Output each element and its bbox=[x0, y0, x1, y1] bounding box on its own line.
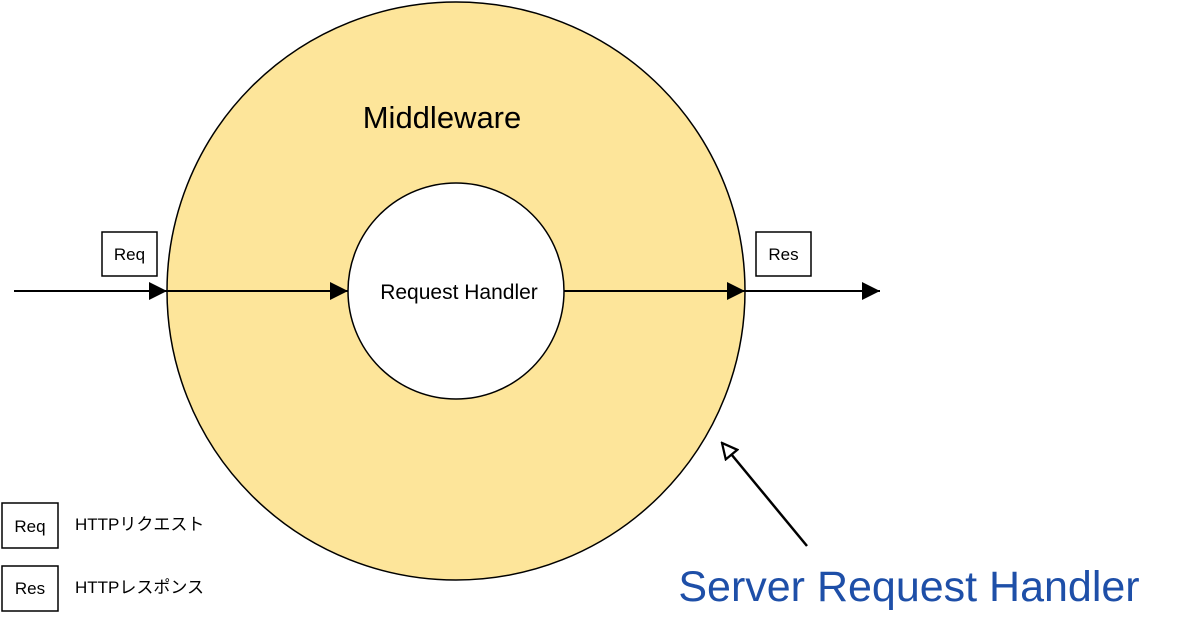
input-request-tag: Req bbox=[101, 231, 158, 277]
output-response-tag-label: Res bbox=[768, 245, 798, 264]
input-request-tag-label: Req bbox=[114, 245, 145, 264]
legend: Req HTTPリクエスト Res HTTPレスポンス bbox=[1, 502, 204, 612]
legend-description-req: HTTPリクエスト bbox=[75, 515, 204, 534]
legend-description-res: HTTPレスポンス bbox=[75, 578, 204, 597]
middleware-label: Middleware bbox=[363, 100, 522, 135]
output-response-tag: Res bbox=[755, 231, 812, 277]
legend-key-res: Res bbox=[15, 579, 45, 598]
request-handler-label: Request Handler bbox=[380, 281, 538, 304]
server-request-handler-label: Server Request Handler bbox=[678, 563, 1139, 611]
legend-item-req: Req HTTPリクエスト bbox=[1, 502, 204, 549]
legend-item-res: Res HTTPレスポンス bbox=[1, 565, 204, 612]
legend-key-req: Req bbox=[14, 517, 45, 536]
callout-arrow bbox=[722, 443, 808, 547]
